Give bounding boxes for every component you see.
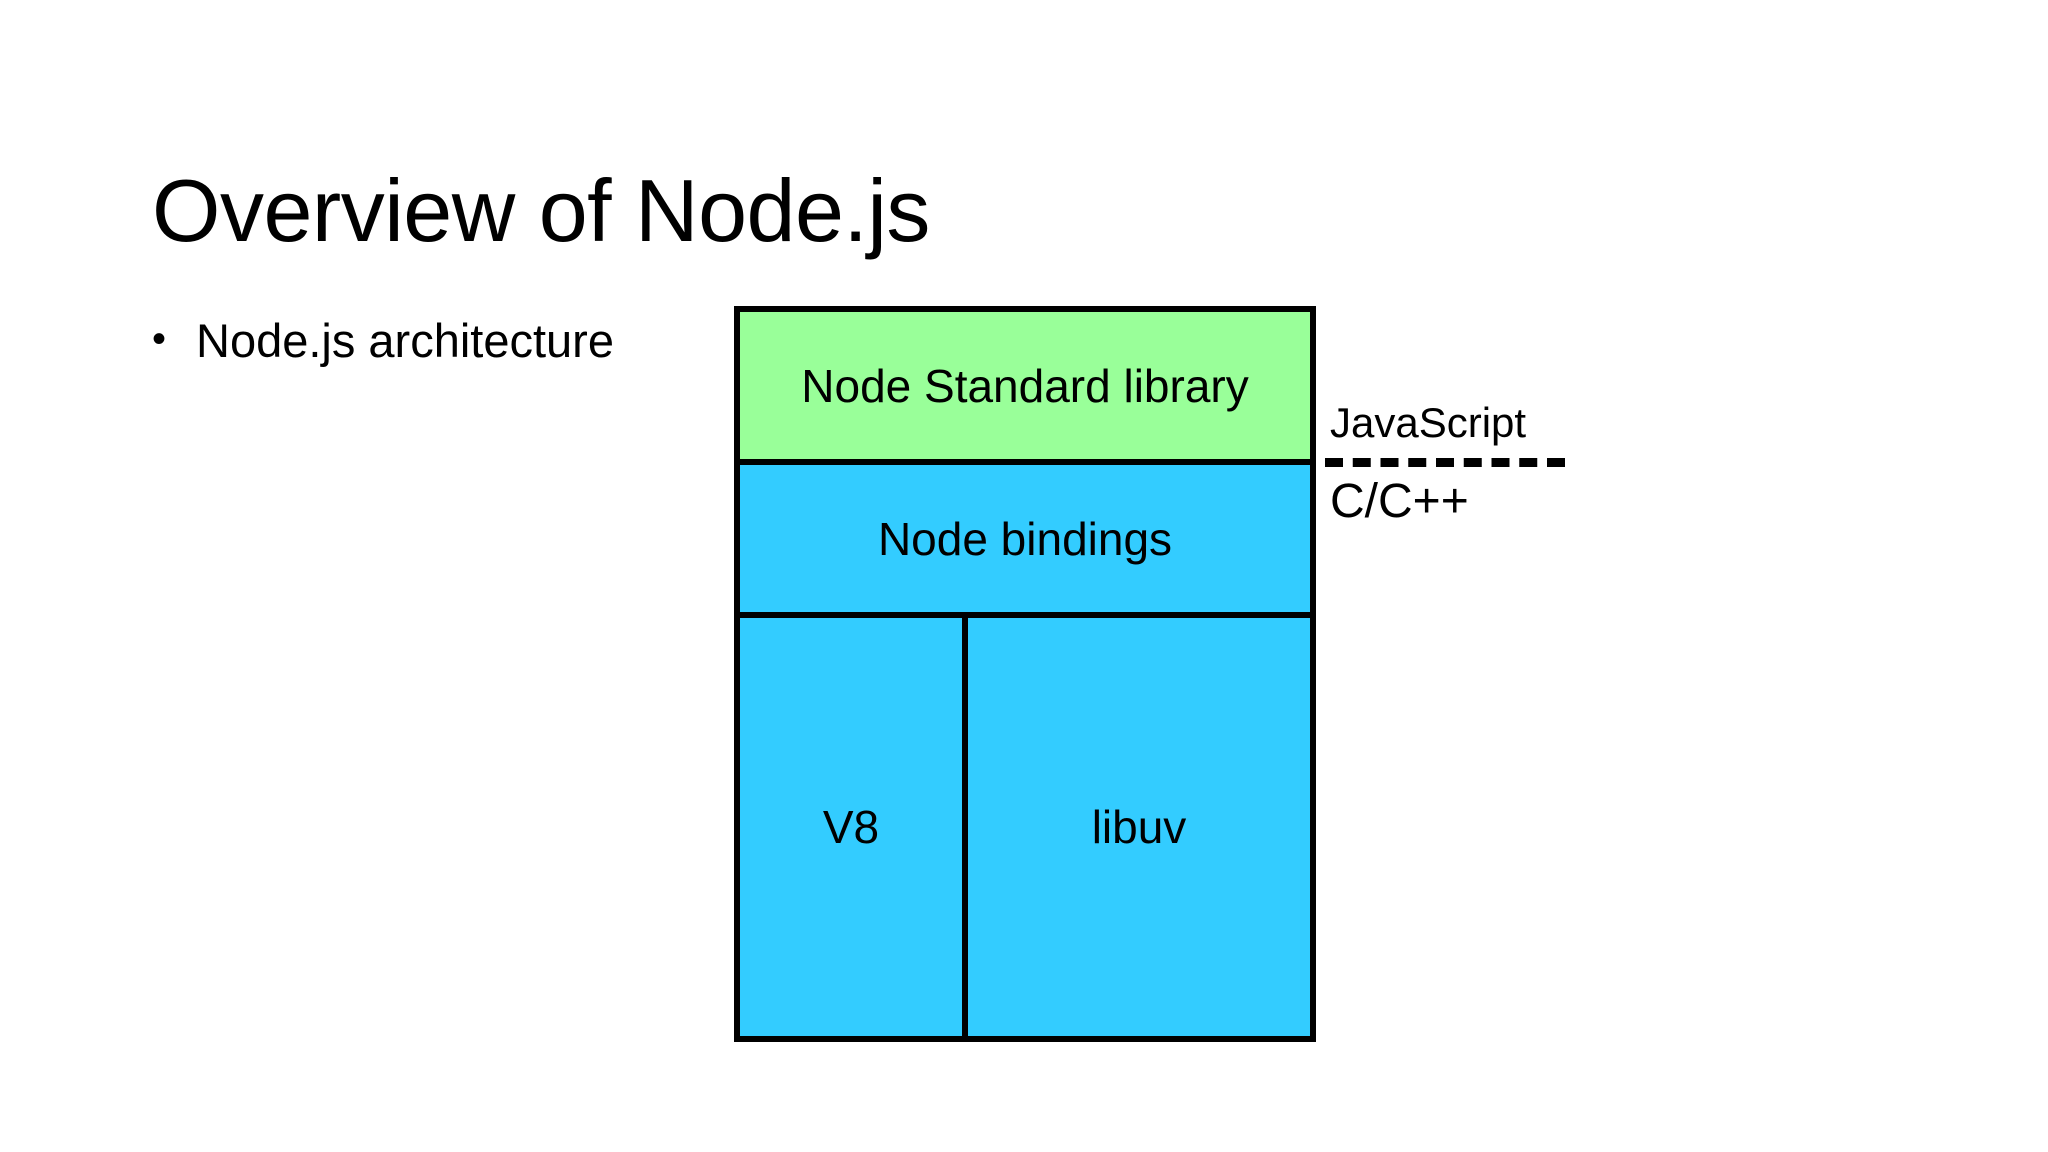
annotation-javascript-label: JavaScript xyxy=(1330,399,1527,446)
list-item: • Node.js architecture xyxy=(152,312,712,369)
dashed-divider-line xyxy=(1325,458,1565,467)
diagram-cell-label: libuv xyxy=(1091,801,1187,853)
diagram-cell-libuv: libuv xyxy=(968,618,1310,1036)
diagram-layer-label: Node Standard library xyxy=(801,359,1249,412)
diagram-layer-node-standard-library: Node Standard library xyxy=(740,312,1310,465)
bullet-point-icon: • xyxy=(152,317,167,361)
diagram-cell-label: V8 xyxy=(822,801,880,853)
annotation-c-cpp-label: C/C++ xyxy=(1330,475,1469,528)
bullet-item-label: Node.js architecture xyxy=(196,314,614,367)
diagram-layer-label: Node bindings xyxy=(877,512,1173,565)
page-title: Overview of Node.js xyxy=(152,160,930,260)
architecture-diagram: Node Standard library Node bindings V8 l… xyxy=(734,306,1316,1042)
diagram-cell-v8: V8 xyxy=(740,618,968,1036)
bullet-list: • Node.js architecture xyxy=(152,312,712,369)
diagram-layer-node-bindings: Node bindings xyxy=(740,465,1310,618)
diagram-layer-engines: V8 libuv xyxy=(740,618,1310,1036)
